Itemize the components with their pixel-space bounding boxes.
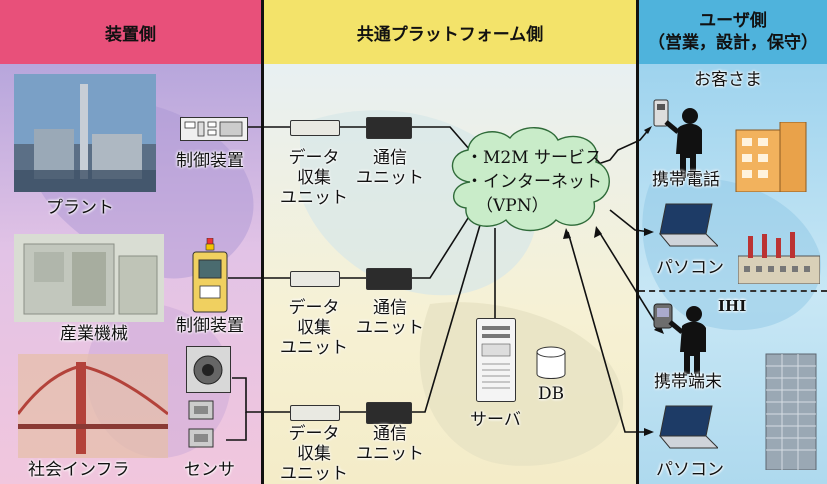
comm-unit-1-label: 通信 ユニット [352, 148, 428, 188]
cloud-icon [451, 127, 610, 232]
header-user-side-label-2: （営業，設計，保守） [648, 33, 818, 53]
mobile-terminal-user-icon [653, 303, 706, 374]
server-label: サーバ [470, 410, 521, 430]
comm-unit-3-icon [366, 402, 412, 424]
mobile-phone-user-icon [653, 99, 702, 178]
comm-3-line-2: ユニット [356, 444, 424, 464]
controller-1-icon [180, 117, 248, 141]
link-sensors-to-collector3 [232, 377, 290, 413]
link-comm2-to-cloud [410, 214, 471, 279]
cloud-line-internet: ・インターネット [466, 172, 602, 192]
industrial-machine-label: 産業機械 [60, 324, 128, 344]
data-collection-unit-2-label: データ 収集 ユニット [278, 298, 350, 358]
comm-2-line-1: 通信 [373, 298, 407, 318]
dcu-3-line-2: 収集 [297, 444, 331, 464]
database-icon [536, 346, 566, 379]
dcu-1-line-3: ユニット [280, 188, 348, 208]
link-cloud-to-pc2 [567, 231, 650, 433]
bridge-photo [18, 354, 168, 458]
column-divider-1 [261, 0, 264, 484]
header-device-side-label: 装置側 [105, 24, 156, 45]
dcu-2-line-1: データ [288, 298, 340, 318]
header-user-side: ユーザ側 （営業，設計，保守） [639, 0, 827, 64]
data-collection-unit-3-icon [290, 405, 340, 421]
pc-2-label: パソコン [656, 460, 724, 480]
dcu-2-line-2: 収集 [297, 318, 331, 338]
dcu-2-line-3: ユニット [280, 338, 348, 358]
customer-building-icon [735, 122, 807, 192]
column-divider-2 [636, 0, 639, 484]
pc-1-icon [658, 203, 718, 247]
comm-unit-2-label: 通信 ユニット [352, 298, 428, 338]
comm-1-line-1: 通信 [373, 148, 407, 168]
industrial-machine-photo [14, 234, 164, 322]
arrow-pc1 [644, 228, 654, 236]
arrow-phone [644, 126, 652, 134]
link-cloud-to-phone [594, 127, 651, 166]
server-icon [476, 318, 516, 402]
header-platform-side-label: 共通プラットフォーム側 [356, 24, 544, 45]
comm-unit-2-icon [366, 268, 412, 290]
sensor-group-icon [186, 346, 231, 448]
dcu-1-line-2: 収集 [297, 168, 331, 188]
data-collection-unit-3-label: データ 収集 ユニット [278, 424, 350, 484]
office-tower-icon [765, 353, 817, 470]
data-collection-unit-1-icon [290, 120, 340, 136]
controller-1-label: 制御装置 [176, 151, 244, 171]
controller-2-label: 制御装置 [176, 316, 244, 336]
comm-1-line-2: ユニット [356, 168, 424, 188]
comm-unit-3-label: 通信 ユニット [352, 424, 428, 464]
data-collection-unit-1-label: データ 収集 ユニット [278, 148, 350, 208]
customer-label: お客さま [694, 70, 762, 90]
header-platform-side: 共通プラットフォーム側 [264, 0, 636, 64]
cloud-line-vpn: （VPN） [476, 196, 549, 216]
arrow-handheld-up [594, 226, 602, 238]
link-comm3-to-cloud [410, 224, 481, 413]
comm-3-line-1: 通信 [373, 424, 407, 444]
pc-1-label: パソコン [656, 258, 724, 278]
comm-unit-1-icon [366, 117, 412, 139]
header-user-side-label-1: ユーザ側 [699, 11, 767, 31]
comm-2-line-2: ユニット [356, 318, 424, 338]
user-section-divider [639, 290, 827, 292]
mobile-terminal-label: 携帯端末 [654, 372, 722, 392]
link-cloud-to-handheld [597, 229, 661, 331]
data-collection-unit-2-icon [290, 271, 340, 287]
cloud-line-m2m: ・M2M サービス [466, 148, 603, 168]
link-sensor-bottom [226, 412, 247, 441]
arrow-pc2-up [563, 228, 571, 239]
mobile-phone-label: 携帯電話 [652, 170, 720, 190]
header-device-side: 装置側 [0, 0, 261, 64]
dcu-3-line-1: データ [288, 424, 340, 444]
database-label: DB [538, 384, 565, 404]
controller-2-icon [192, 238, 228, 313]
pc-2-icon [658, 405, 718, 449]
company-label: IHI [718, 297, 747, 315]
arrow-handheld [654, 324, 664, 334]
dcu-3-line-3: ユニット [280, 464, 348, 484]
social-infra-label: 社会インフラ [28, 460, 130, 480]
dcu-1-line-1: データ [288, 148, 340, 168]
plant-photo [14, 74, 156, 192]
sensor-label: センサ [184, 460, 235, 480]
cloud-text: ・M2M サービス ・インターネット （VPN） [466, 146, 602, 218]
plant-label: プラント [46, 198, 114, 218]
link-comm1-to-cloud [410, 126, 471, 151]
arrow-pc2 [644, 428, 654, 436]
factory-icon [738, 232, 820, 284]
